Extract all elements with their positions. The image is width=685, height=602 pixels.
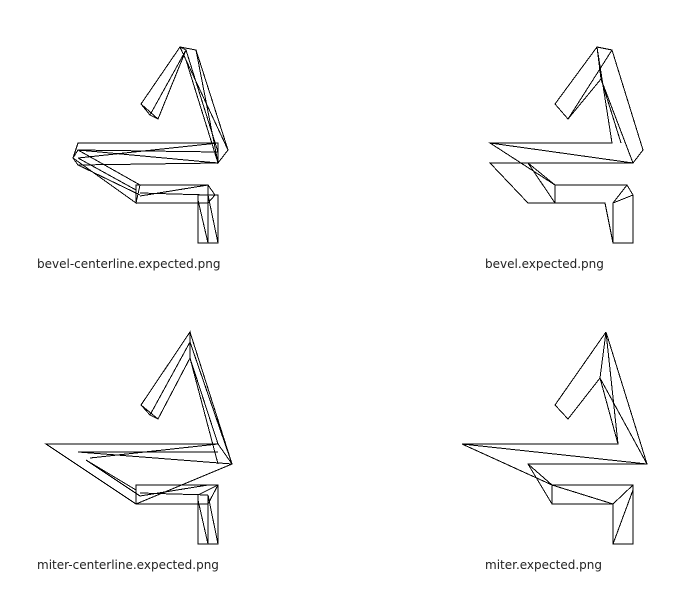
- stroke-edge: [612, 484, 634, 505]
- stroke-edge: [612, 194, 634, 204]
- panel-miter-centerline: miter-centerline.expected.png: [0, 300, 342, 602]
- stroke-edge: [527, 162, 556, 204]
- caption-miter: miter.expected.png: [485, 558, 602, 572]
- stroke-edge: [527, 463, 553, 505]
- stroke-edge: [139, 192, 209, 196]
- stroke-edge: [77, 164, 141, 196]
- panel-miter: miter.expected.png: [342, 300, 685, 602]
- stroke-outline: [461, 331, 648, 545]
- stroke-edge: [612, 489, 634, 545]
- bevel-centerline-drawing: [72, 46, 229, 244]
- stroke-edge: [489, 142, 634, 164]
- stroke-segment: [140, 46, 187, 120]
- stroke-edge: [207, 494, 219, 545]
- stroke-edge: [554, 404, 569, 420]
- caption-miter-centerline: miter-centerline.expected.png: [37, 558, 219, 572]
- bevel-drawing: [488, 46, 644, 244]
- stroke-edge: [527, 162, 556, 186]
- stroke-edge: [139, 184, 209, 197]
- stroke-segment: [72, 142, 219, 166]
- stroke-edge: [140, 404, 159, 420]
- stroke-edge: [189, 341, 233, 465]
- stroke-edge: [197, 199, 209, 244]
- stroke-edge: [77, 149, 219, 164]
- stroke-edge: [599, 377, 648, 465]
- stroke-edge: [197, 499, 209, 545]
- stroke-edge: [149, 341, 191, 416]
- stroke-edge: [139, 492, 209, 496]
- caption-bevel-centerline: bevel-centerline.expected.png: [37, 257, 221, 271]
- stroke-edge: [567, 377, 601, 420]
- stroke-segment: [554, 46, 613, 120]
- panel-bevel: bevel.expected.png: [342, 0, 685, 300]
- stroke-edge: [527, 463, 553, 486]
- stroke-segment: [140, 330, 191, 420]
- miter-centerline-drawing: [44, 330, 233, 545]
- stroke-segment: [554, 331, 607, 420]
- stroke-edge: [140, 103, 159, 120]
- stroke-edge: [85, 459, 141, 497]
- stroke-edge: [599, 377, 619, 445]
- stroke-edge: [567, 78, 602, 120]
- stroke-edge: [596, 46, 602, 80]
- stroke-outline: [488, 46, 644, 244]
- stroke-edge: [77, 142, 219, 159]
- panel-bevel-centerline: bevel-centerline.expected.png: [0, 0, 342, 300]
- stroke-edge: [189, 357, 219, 465]
- stroke-edge: [149, 49, 187, 116]
- stroke-edge: [551, 484, 614, 505]
- stroke-segment: [135, 184, 216, 204]
- stroke-edge: [195, 49, 219, 164]
- caption-bevel: bevel.expected.png: [485, 257, 604, 271]
- stroke-edge: [207, 194, 219, 244]
- stroke-edge: [77, 451, 233, 465]
- stroke-edge: [139, 484, 209, 497]
- stroke-edge: [89, 443, 219, 459]
- stroke-edge: [600, 78, 622, 144]
- stroke-edge: [600, 78, 634, 164]
- stroke-edge: [612, 184, 628, 204]
- stroke-edge: [77, 157, 137, 191]
- stroke-segment: [179, 46, 229, 165]
- miter-drawing: [461, 331, 648, 545]
- stroke-edge: [461, 443, 648, 465]
